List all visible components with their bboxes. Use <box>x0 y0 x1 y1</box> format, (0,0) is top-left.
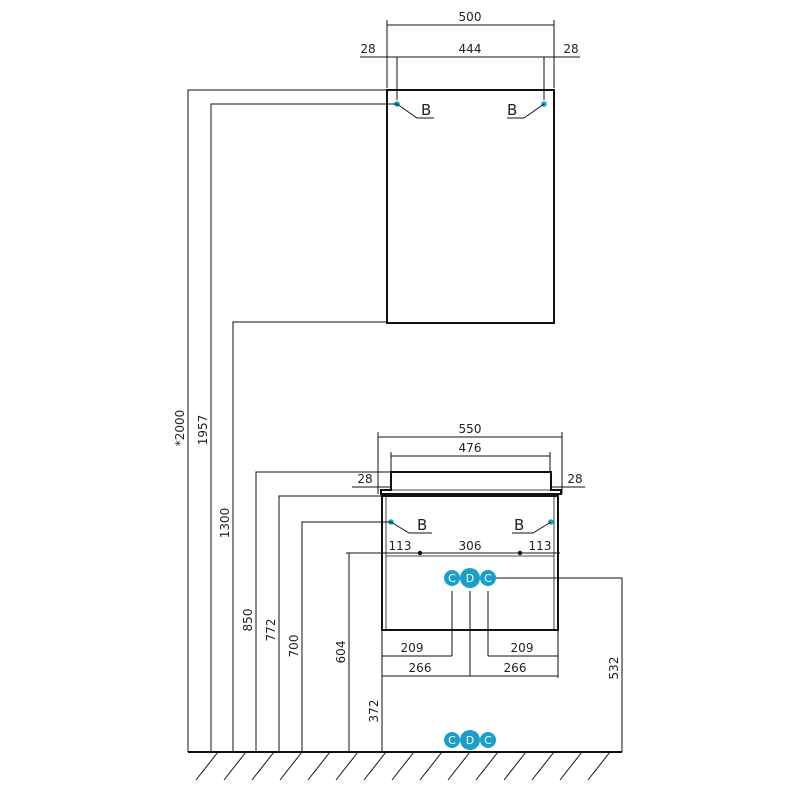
dim-vanity-113-left: 113 <box>389 539 412 553</box>
basin-top <box>380 471 562 495</box>
connection-label-c-right-lower: C <box>484 734 492 747</box>
dim-cabinet-28-left: 28 <box>360 42 375 56</box>
mount-point-right <box>517 550 523 556</box>
connection-c-left-upper <box>444 570 460 586</box>
dim-line-772 <box>278 495 381 752</box>
dim-height-1300: 1300 <box>218 508 232 539</box>
dim-vanity-306: 306 <box>459 539 482 553</box>
dim-height-772: 772 <box>264 619 278 642</box>
connection-d-upper <box>460 568 480 588</box>
connection-label-d-upper: D <box>466 572 474 585</box>
dim-vanity-209-right: 209 <box>511 641 534 655</box>
floor-hatching <box>195 751 611 781</box>
dim-height-604: 604 <box>334 641 348 664</box>
dim-vanity-266-left: 266 <box>409 661 432 675</box>
connection-c-right-lower <box>480 732 496 748</box>
connection-c-right-upper <box>480 570 496 586</box>
hinge-label-b-left: B <box>421 101 431 119</box>
connection-label-c-left-upper: C <box>448 572 456 585</box>
dim-vanity-113-right: 113 <box>529 539 552 553</box>
dim-vanity-28-left: 28 <box>357 472 372 486</box>
dim-line-2000 <box>187 89 387 752</box>
vanity-hinge-leader-left <box>390 521 432 534</box>
dim-line-1957 <box>210 103 397 752</box>
dim-height-372: 372 <box>367 700 381 723</box>
dim-line-604 <box>348 552 420 752</box>
dim-line-700 <box>301 521 391 752</box>
connection-c-left-lower <box>444 732 460 748</box>
dim-vanity-550: 550 <box>459 422 482 436</box>
vanity-hinge-leader-right <box>512 521 552 534</box>
wall-cabinet-outline <box>386 89 555 324</box>
connection-label-c-left-lower: C <box>448 734 456 747</box>
dim-height-1957: 1957 <box>196 415 210 446</box>
dim-cabinet-444: 444 <box>459 42 482 56</box>
dim-height-850: 850 <box>241 609 255 632</box>
hinge-leader-right <box>507 103 545 119</box>
hinge-label-b-right: B <box>507 101 517 119</box>
hinge-leader-left <box>396 103 434 119</box>
connection-label-d-lower: D <box>466 734 474 747</box>
vanity-hinge-label-right: B <box>514 516 524 534</box>
dim-height-2000: *2000 <box>173 410 187 447</box>
dim-cabinet-28-right: 28 <box>563 42 578 56</box>
dim-vanity-28-right: 28 <box>567 472 582 486</box>
dim-line-1300 <box>232 321 387 752</box>
dim-vanity-209-left: 209 <box>401 641 424 655</box>
dim-vanity-266-right: 266 <box>504 661 527 675</box>
dim-height-700: 700 <box>287 635 301 658</box>
dim-line-532 <box>496 577 623 752</box>
dim-vanity-476: 476 <box>459 441 482 455</box>
dim-height-532: 532 <box>607 657 621 680</box>
connection-label-c-right-upper: C <box>484 572 492 585</box>
vanity-hinge-label-left: B <box>417 516 427 534</box>
connection-d-lower <box>460 730 480 750</box>
dim-cabinet-500: 500 <box>459 10 482 24</box>
dim-line-850 <box>255 471 391 752</box>
